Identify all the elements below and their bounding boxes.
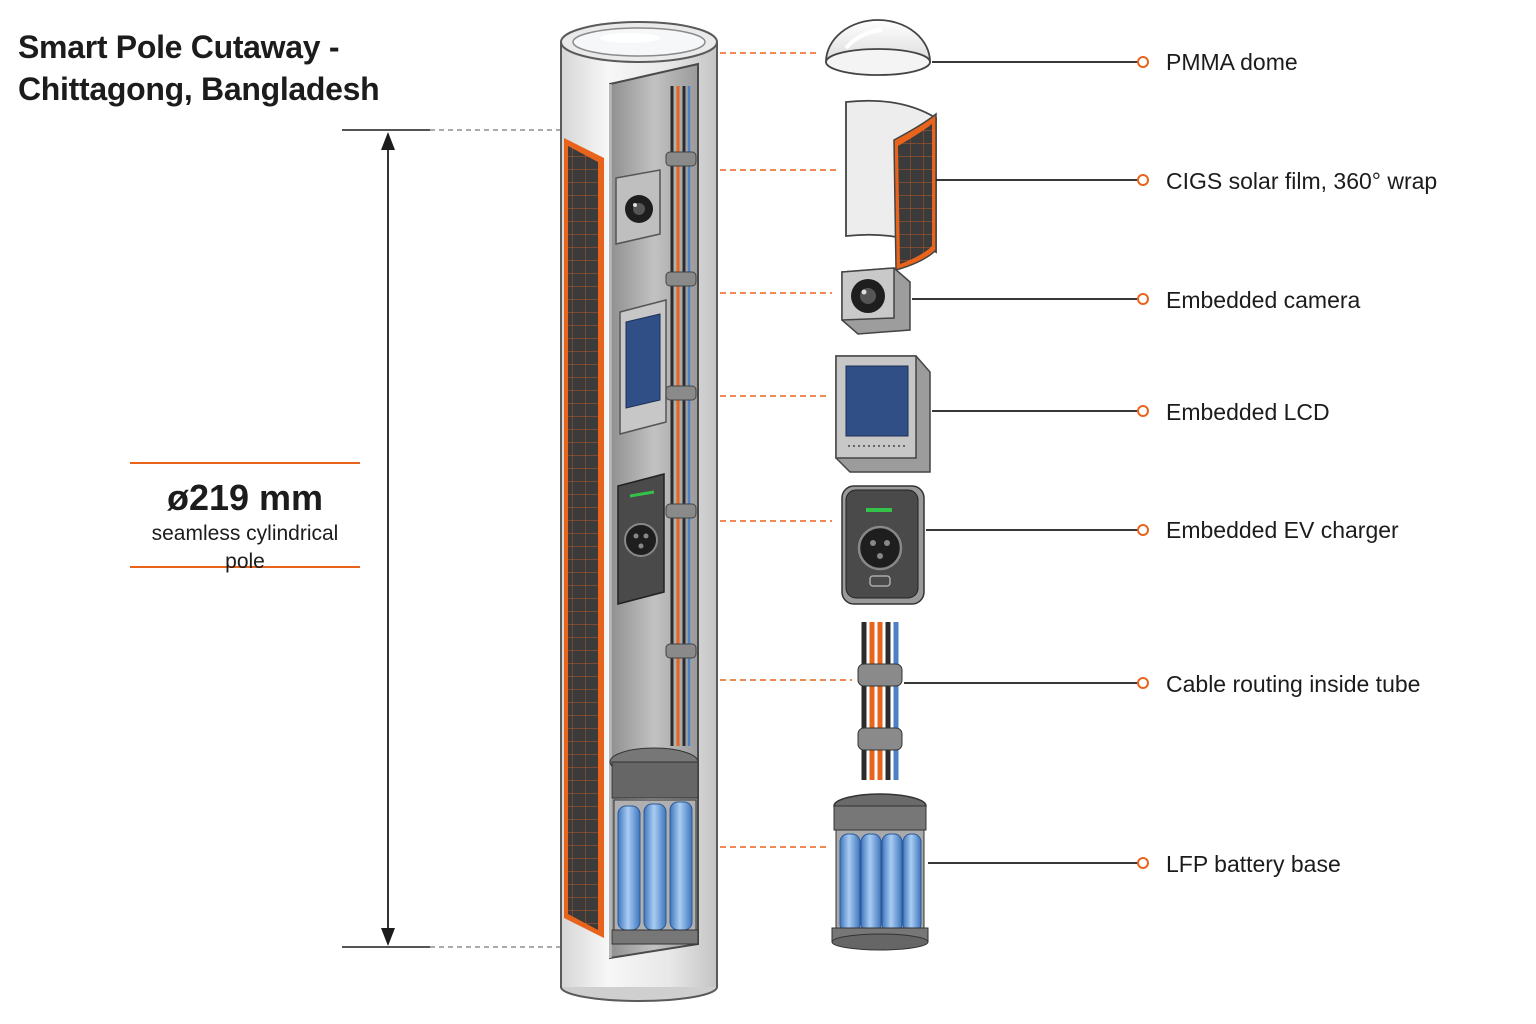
exploded-battery (831, 793, 929, 951)
pole-battery (609, 747, 699, 945)
exploded-cable-bundle (857, 622, 903, 780)
diameter-value: ø219 mm (166, 477, 324, 518)
diagram-title: Smart Pole Cutaway - Chittagong, Banglad… (18, 26, 438, 110)
pole-solar-film (564, 138, 604, 938)
smart-pole-cutaway (560, 21, 718, 1002)
exploded-camera (841, 267, 911, 335)
callout-leaders (904, 61, 1138, 864)
pole-ev-charger (617, 473, 665, 605)
callout-dome-label: PMMA dome (1166, 49, 1298, 75)
callout-solar-label: CIGS solar film, 360° wrap (1166, 168, 1438, 194)
callout-battery-label: LFP battery base (1166, 851, 1341, 877)
title-line-2: Chittagong, Bangladesh (18, 71, 380, 107)
title-line-1: Smart Pole Cutaway - (18, 29, 340, 65)
height-dimension (342, 129, 560, 948)
exploded-solar-film (845, 99, 937, 271)
pole-lcd (619, 299, 667, 435)
exploded-ev-charger (841, 485, 925, 605)
callout-cable-label: Cable routing inside tube (1166, 671, 1421, 697)
diameter-description: seamless cylindrical pole (151, 522, 339, 573)
callout-lcd-label: Embedded LCD (1166, 399, 1330, 425)
orange-leaders (720, 52, 852, 848)
exploded-dome (825, 19, 931, 76)
exploded-lcd (835, 355, 931, 473)
callout-camera-label: Embedded camera (1166, 287, 1361, 313)
pole-camera (615, 169, 661, 245)
pole-cable-bundle (665, 86, 697, 746)
callout-markers (1137, 56, 1149, 869)
callout-ev-label: Embedded EV charger (1166, 517, 1399, 543)
diameter-annotation: ø219 mm seamless cylindrical pole (130, 462, 360, 573)
